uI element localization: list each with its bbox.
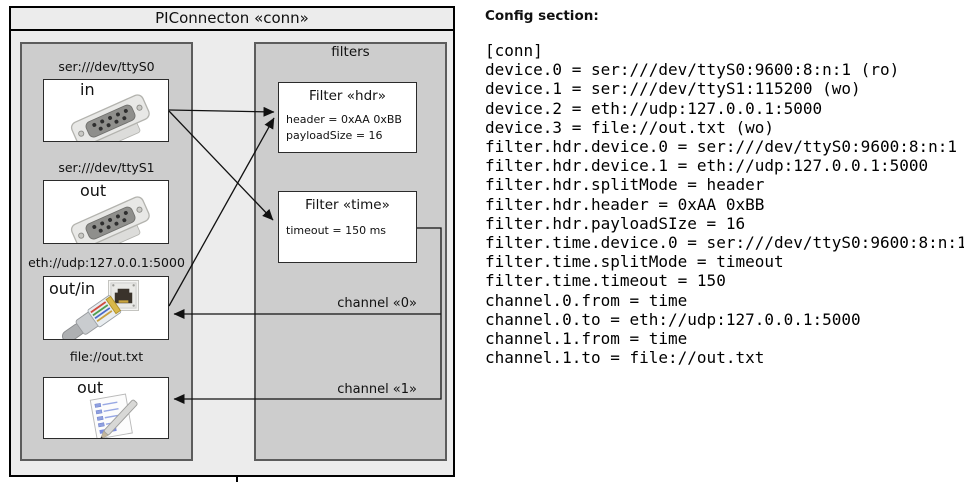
config-text: [conn] device.0 = ser:///dev/ttyS0:9600:… <box>485 41 964 368</box>
device-box-ttyS1: out <box>43 180 169 244</box>
filter-hdr-attr-header: header = 0xAA 0xBB <box>286 113 402 126</box>
device-box-file: out <box>43 377 169 439</box>
filters-panel-title: filters <box>331 44 370 60</box>
channel-1-label: channel «1» <box>337 382 417 397</box>
notepad-pen-icon <box>89 393 138 438</box>
device-direction: out <box>77 378 104 397</box>
filter-hdr-attr-payload: payloadSize = 16 <box>286 129 383 142</box>
diagram-title: PIConnecton «conn» <box>155 8 309 27</box>
device-direction: out <box>80 181 107 200</box>
connector-tick <box>236 477 238 482</box>
filter-time-title: Filter «time» <box>305 197 390 213</box>
device-direction: in <box>80 80 95 99</box>
device-box-eth: out/in <box>43 276 169 340</box>
serial-connector-icon <box>70 196 150 243</box>
config-section-heading: Config section: <box>485 8 599 24</box>
device-label-ttyS1: ser:///dev/ttyS1 <box>58 160 155 175</box>
channel-0-label: channel «0» <box>337 296 417 311</box>
filter-hdr-title: Filter «hdr» <box>309 88 386 104</box>
filter-box-hdr: Filter «hdr» header = 0xAA 0xBB payloadS… <box>278 82 417 153</box>
device-label-file: file://out.txt <box>69 349 144 364</box>
diagram-title-bar: PIConnecton «conn» <box>9 6 455 31</box>
filter-time-attr-timeout: timeout = 150 ms <box>286 224 387 237</box>
device-direction: out/in <box>49 279 96 298</box>
serial-connector-icon <box>70 94 150 141</box>
device-label-ttyS0: ser:///dev/ttyS0 <box>58 59 155 74</box>
ethernet-plug-icon <box>61 295 122 339</box>
device-box-ttyS0: in <box>43 79 169 142</box>
filter-box-time: Filter «time» timeout = 150 ms <box>278 191 417 263</box>
device-label-eth: eth://udp:127.0.0.1:5000 <box>28 255 185 270</box>
